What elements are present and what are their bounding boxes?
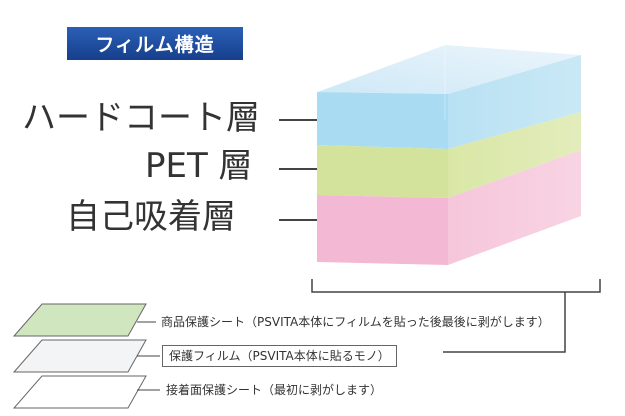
leader-line-hardcoat: [279, 119, 331, 121]
block-front-adhesive: [317, 195, 448, 265]
block-bracket: [311, 279, 601, 293]
block-side-sheen: [448, 55, 581, 265]
layer-label-adhesive: 自己吸着層: [66, 197, 236, 237]
leader-line-pet: [279, 168, 331, 170]
sheet-label-product-protection: 商品保護シート（PSVITA本体にフィルムを貼った後最後に剥がします）: [161, 315, 550, 329]
sheet-label-protective-film: 保護フィルム（PSVITA本体に貼るモノ）: [162, 345, 397, 367]
sheet-protective-film: [12, 339, 147, 373]
block-front-pet: [317, 145, 448, 198]
sheet-label-adhesive-protection: 接着面保護シート（最初に剥がします）: [166, 383, 383, 397]
layer-label-pet: PET 層: [145, 146, 253, 186]
bracket-connector: [443, 292, 566, 353]
leader-line-adhesive: [279, 219, 331, 221]
sheet-product-protection: [12, 303, 147, 337]
layer-label-hardcoat: ハードコート層: [22, 98, 260, 138]
sheet-adhesive-protection: [12, 375, 147, 409]
title-badge: フィルム構造: [67, 27, 243, 60]
block-front-hardcoat: [317, 92, 448, 149]
block-inner-edge: [316, 44, 446, 120]
block-top-face: [317, 45, 581, 94]
